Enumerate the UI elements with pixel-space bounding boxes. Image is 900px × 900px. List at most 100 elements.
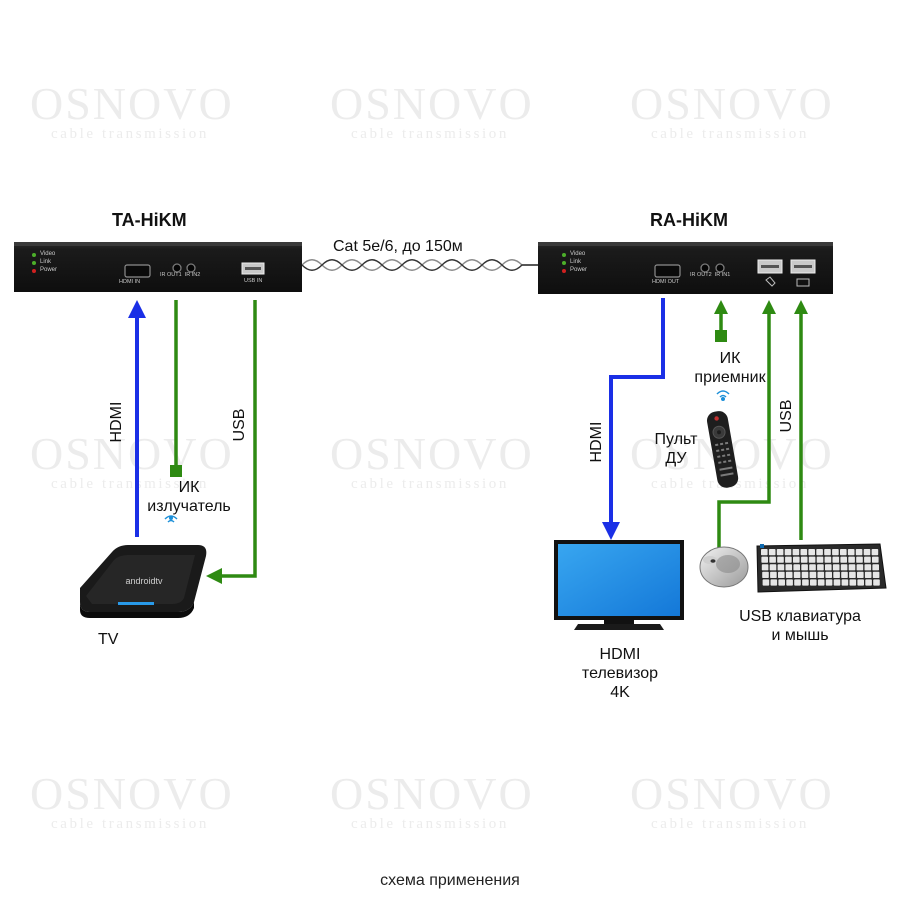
cable-label: Cat 5e/6, до 150м: [333, 238, 463, 255]
keyboard-key: [872, 564, 879, 571]
transmitter-box: [14, 242, 302, 292]
status-light: [118, 602, 154, 605]
ir-in2-jack: [186, 263, 196, 273]
usb-label-right: USB: [778, 399, 795, 433]
remote-control: [706, 411, 739, 488]
diagram-caption: схема применения: [380, 872, 520, 889]
keyboard-key: [762, 579, 770, 586]
keyboard-key: [857, 579, 864, 586]
usb-link-mouse: [717, 300, 776, 548]
keyboard-key: [768, 549, 776, 556]
usb-link-left: [206, 300, 257, 584]
keyboard-key: [856, 556, 863, 563]
keyboard-key: [865, 579, 872, 586]
keyboard-key: [817, 571, 825, 578]
led-label: Link: [40, 259, 52, 265]
keyboard-key: [825, 564, 832, 571]
keyboard-key: [849, 579, 857, 586]
hdmi-link-right: [602, 298, 665, 540]
link-led: [562, 261, 566, 265]
led-label: Video: [570, 251, 586, 257]
keyboard-key: [833, 579, 841, 586]
keyboard-key: [841, 579, 849, 586]
keyboard-key: [794, 579, 801, 586]
keyboard-key: [864, 564, 872, 571]
ir-ports-label: IR OUT1 IR IN2: [160, 272, 201, 278]
wireless-icon: [164, 515, 178, 523]
keyboard-key: [817, 579, 825, 586]
transmitter-title: TA-HiKM: [112, 210, 187, 230]
keyboard-key: [808, 549, 815, 556]
keyboard-key: [762, 571, 769, 578]
keyboard-key: [847, 549, 855, 556]
keyboard-key: [770, 579, 778, 586]
keyboard-key: [848, 564, 856, 571]
keyboard-key: [778, 579, 785, 586]
keyboard-keys: [761, 549, 880, 586]
keyboard-key: [808, 556, 816, 563]
video-led: [562, 253, 566, 257]
ir-out1-jack: [172, 263, 182, 273]
keyboard-key: [777, 556, 784, 563]
keyboard-device: [756, 543, 887, 593]
ir-in1-jack: [715, 263, 725, 273]
ir-ports-label: IR OUT2 IR IN1: [690, 272, 731, 278]
keyboard-key: [800, 556, 808, 563]
led-label: Power: [570, 267, 588, 273]
keyboard-key: [832, 564, 840, 571]
keyboard-key: [824, 556, 832, 563]
hdmi-out-port: [654, 264, 681, 278]
keyboard-key: [802, 579, 809, 586]
keyboard-key: [776, 549, 784, 556]
keyboard-key: [857, 571, 864, 578]
rx-led-labels: Video Link Power: [570, 250, 587, 274]
keyboard-key: [810, 579, 817, 586]
wireless-icon: [716, 390, 730, 401]
keyboard-key: [777, 564, 785, 571]
keyboard-key: [785, 556, 792, 563]
ir-receiver-line: [714, 300, 730, 401]
hdmi-monitor: [554, 540, 684, 630]
device-brand-text: androidtv: [125, 576, 163, 586]
keyboard-key: [769, 556, 776, 563]
keyboard-key: [840, 564, 848, 571]
keyboard-key: [761, 564, 769, 571]
keyboard-key: [825, 579, 833, 586]
ir-out2-jack: [700, 263, 710, 273]
receiver-box: [538, 242, 833, 294]
keyboard-key: [856, 564, 864, 571]
keyboard-key: [761, 556, 768, 563]
led-label: Link: [570, 259, 582, 265]
keyboard-key: [824, 549, 831, 556]
mouse-device: [699, 546, 749, 588]
usb-link-keyboard: [794, 300, 808, 540]
ir-emitter-line: [164, 300, 182, 523]
power-led: [32, 269, 36, 273]
keyboard-key: [785, 571, 793, 578]
keyboard-key: [801, 564, 808, 571]
keyboard-key: [800, 549, 808, 556]
ir-emitter-head: [170, 465, 182, 477]
keyboard-key: [792, 549, 800, 556]
keyboard-key: [832, 556, 840, 563]
keyboard-key: [793, 571, 801, 578]
keyboard-key: [872, 571, 880, 578]
keyboard-key: [841, 571, 848, 578]
keyboard-key: [770, 571, 777, 578]
hdmi-label-left: HDMI: [108, 401, 125, 443]
keyboard-key: [864, 571, 872, 578]
hdmi-label-right: HDMI: [588, 421, 605, 463]
receiver-title: RA-HiKM: [650, 210, 728, 230]
keyboard-key: [816, 556, 824, 563]
link-led: [32, 261, 36, 265]
keyboard-key: [817, 564, 824, 571]
ir-receiver-head: [715, 330, 727, 342]
keyboard-key: [848, 556, 855, 563]
keyboard-key: [832, 549, 839, 556]
video-led: [32, 253, 36, 257]
keyboard-key: [816, 549, 823, 556]
android-tv-box: androidtv: [80, 545, 207, 618]
